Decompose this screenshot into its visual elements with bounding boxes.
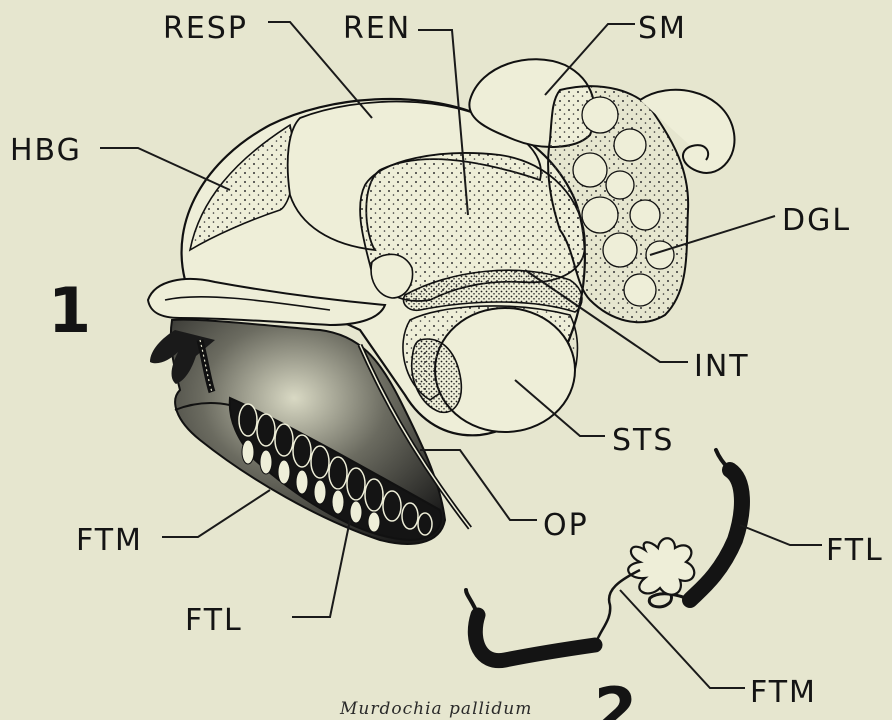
label-sts: STS [612,423,674,458]
frilled-tentacle-stalk [595,570,640,645]
label-resp: RESP [163,11,248,46]
label-hbg: HBG [10,133,82,168]
label-ftm-fig1: FTM [76,523,143,558]
figure-number-1: 1 [48,274,91,347]
label-op: OP [543,508,589,543]
frilled-tentacle [628,538,694,594]
label-dgl: DGL [782,203,851,238]
long-tentacle [690,470,742,600]
label-ren: REN [343,11,411,46]
lower-tentacle [475,615,595,661]
species-caption: Murdochia pallidum [339,699,532,719]
figure-number-2: 2 [594,674,637,720]
figure-1-animal [148,59,734,544]
figure-2-tentacles [466,450,742,661]
label-ftl-fig1: FTL [185,603,243,638]
label-int: INT [694,349,750,384]
label-sm: SM [638,11,687,46]
label-ftm-fig2: FTM [750,675,817,710]
label-ftl-fig2: FTL [826,533,884,568]
